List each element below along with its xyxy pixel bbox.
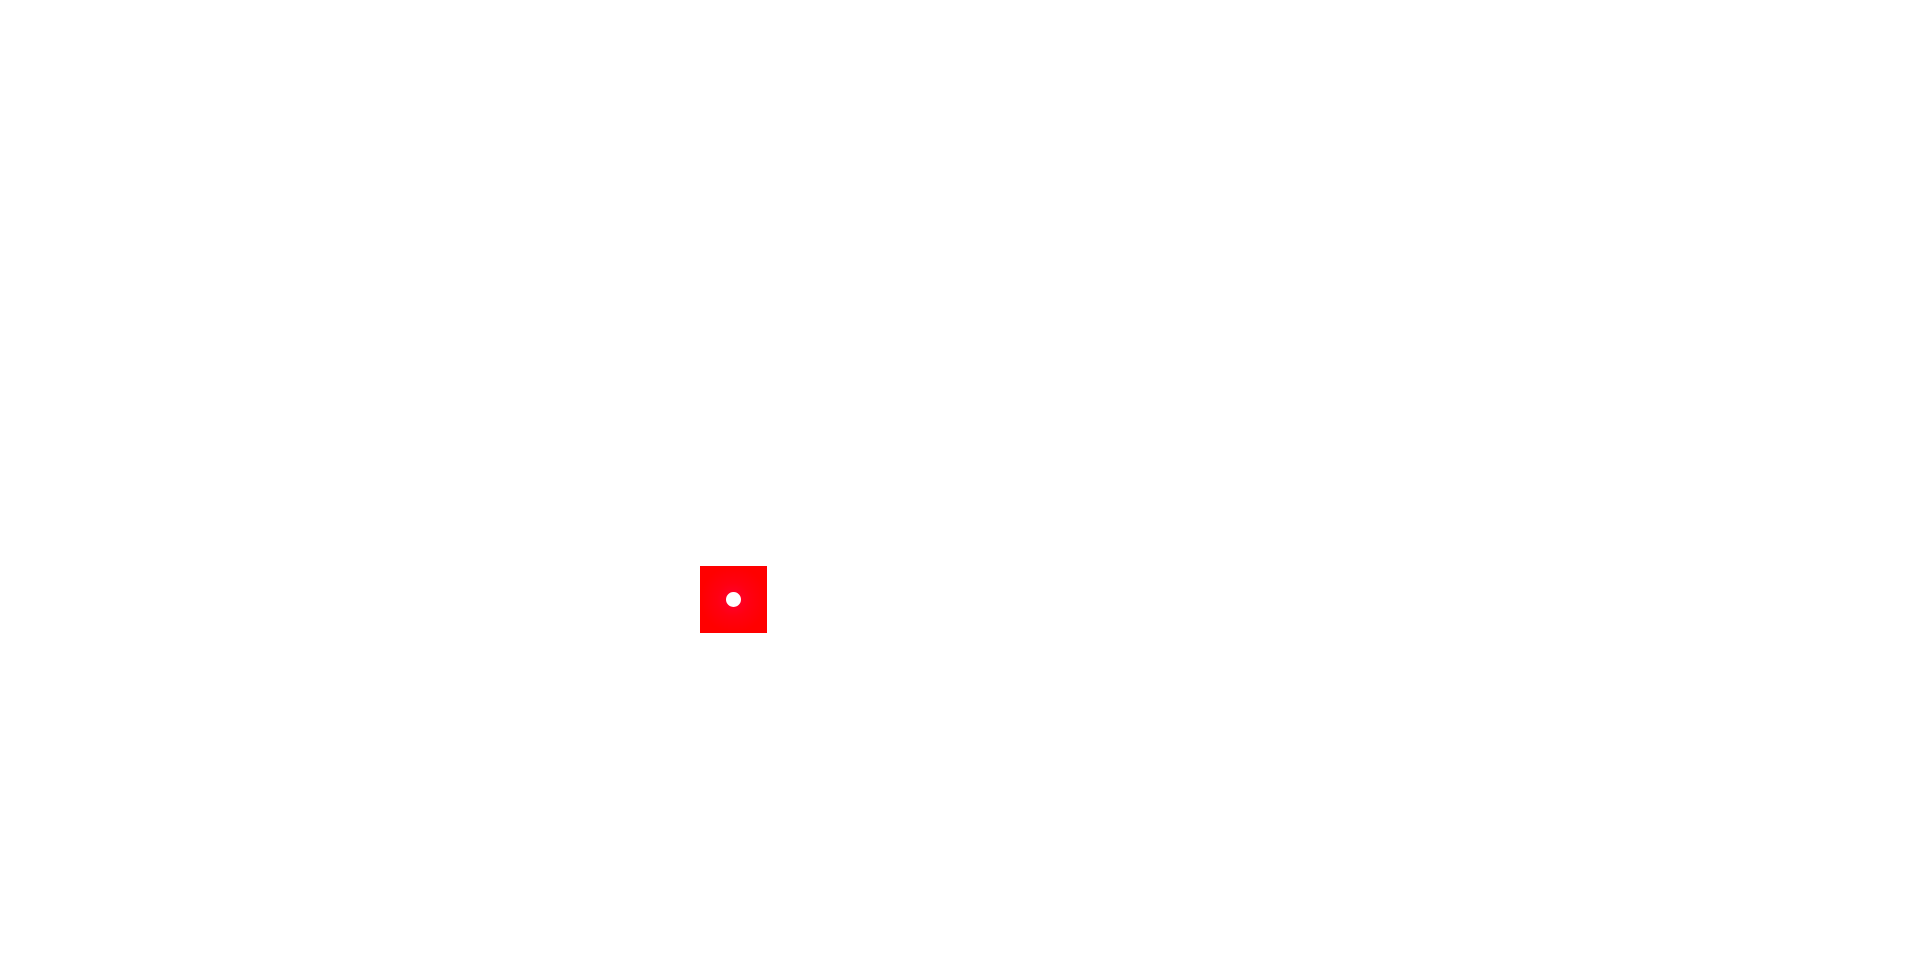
target-center-dot-icon [725, 591, 741, 607]
target-square[interactable] [699, 565, 767, 633]
